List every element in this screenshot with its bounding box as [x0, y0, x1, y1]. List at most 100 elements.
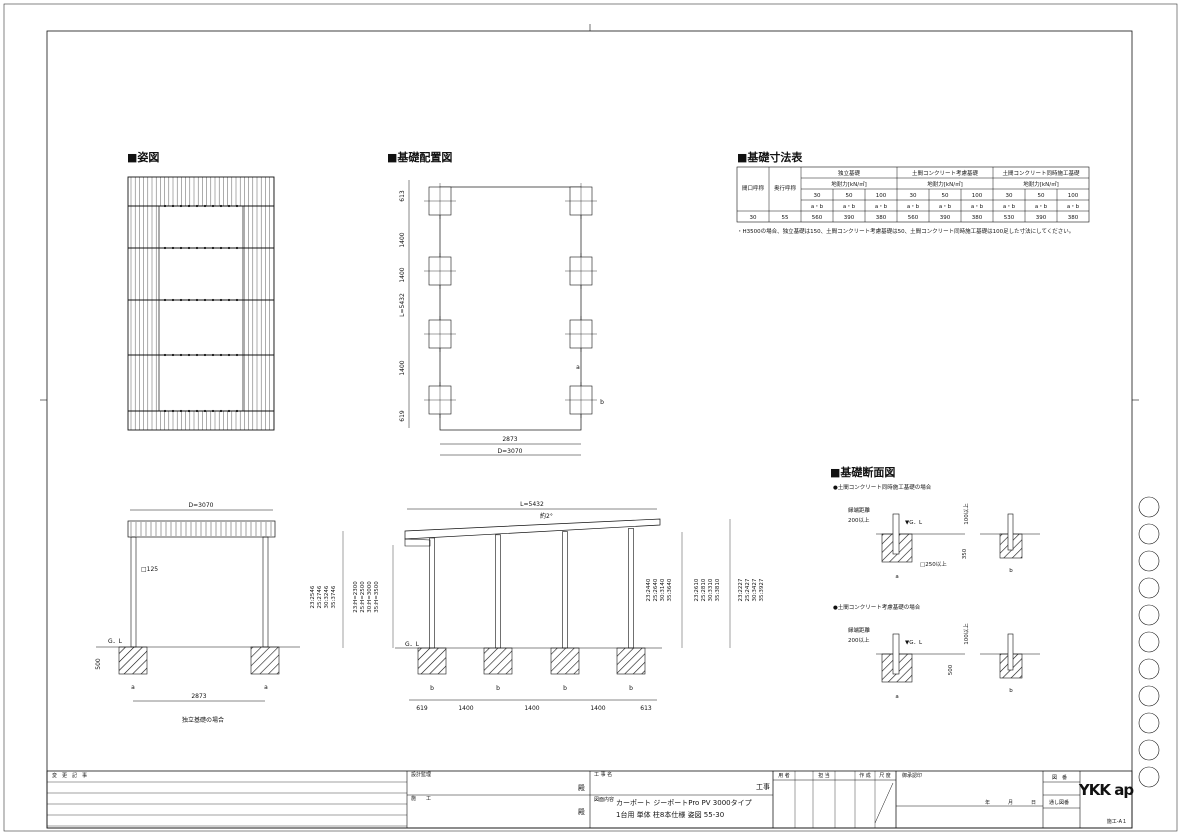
td-value: 560 — [812, 215, 823, 221]
dim-L5432: L=5432 — [399, 293, 406, 317]
th-bearing-val: 30 — [814, 193, 821, 199]
section-title-haichi: ■基礎配置図 — [387, 150, 452, 164]
margin-circle — [1138, 739, 1160, 761]
th-bearing-val: 100 — [876, 193, 887, 199]
tb-drawing-label: 図面内容 — [594, 796, 614, 803]
th-ab: a・b — [1035, 204, 1048, 210]
side-post — [495, 534, 501, 649]
case2-label: ●土間コンクリート考慮基礎の場合 — [833, 603, 921, 611]
side-low-height: 25:2810 — [701, 578, 707, 601]
side-post — [429, 537, 435, 649]
side-mid-height: 35:3640 — [667, 578, 673, 601]
td-depth: 55 — [782, 215, 789, 221]
dim-1400-a: 1400 — [399, 232, 406, 247]
td-value: 560 — [908, 215, 919, 221]
tb-zuban: 図 番 — [1052, 774, 1067, 781]
front-elevation: D=3070 □125 G．L 500 a a 2873 独立基礎の場合 — [95, 502, 300, 724]
td-value: 390 — [940, 215, 951, 221]
th-bearing-val: 30 — [1006, 193, 1013, 199]
side-613: 613 — [640, 705, 652, 712]
side-b-label: b — [496, 685, 500, 692]
dim-b: b — [600, 399, 604, 406]
detail-edge-label: 縁端距離 — [848, 506, 871, 514]
tb-approval: 御承認印 — [902, 772, 922, 779]
side-foundation — [483, 647, 513, 675]
detail-gl: ▼G．L — [905, 640, 923, 646]
tb-sheet-no: 施工-A１ — [1107, 818, 1127, 825]
section-details: ●土間コンクリート同時施工基礎の場合 ●土間コンクリート考慮基礎の場合 縁端距離… — [833, 483, 1040, 700]
th-group3: 土間コンクリート同時施工基礎 — [1002, 169, 1080, 177]
th-ab: a・b — [843, 204, 856, 210]
side-post — [628, 528, 634, 649]
margin-circle — [1138, 550, 1160, 572]
th-bearing-val: 100 — [1068, 193, 1079, 199]
front-height-total: 35:3746 — [331, 585, 337, 608]
detail-gl: ▼G．L — [905, 520, 923, 526]
dim-613: 613 — [399, 190, 406, 202]
td-span: 30 — [750, 215, 757, 221]
td-value: 390 — [1036, 215, 1047, 221]
th-bearing-val: 30 — [910, 193, 917, 199]
margin-circle — [1138, 631, 1160, 653]
th-ab: a・b — [1067, 204, 1080, 210]
td-value: 380 — [972, 215, 983, 221]
side-high-height: 23:2227 — [738, 578, 744, 601]
detail-a: a — [895, 574, 898, 580]
th-ab: a・b — [875, 204, 888, 210]
side-1400-b: 1400 — [524, 705, 539, 712]
front-height-H: 23:H=2300 — [353, 581, 359, 613]
side-low-height: 30:3310 — [708, 578, 714, 601]
side-high-height: 25:2427 — [745, 578, 751, 601]
front-500: 500 — [95, 658, 102, 670]
th-bearing-val: 50 — [846, 193, 853, 199]
detail-250: □250以上 — [920, 560, 947, 568]
td-value: 380 — [1068, 215, 1079, 221]
front-height-total: 25:2746 — [317, 585, 323, 608]
front-height-H: 30:H=3000 — [367, 581, 373, 613]
th-group2: 土間コンクリート考慮基礎 — [912, 169, 979, 177]
detail-post — [892, 633, 900, 675]
side-low-height: 35:3810 — [715, 578, 721, 601]
side-foundation — [616, 647, 646, 675]
tb-design-mgr: 設計監理 — [411, 771, 431, 778]
detail-a: a — [895, 694, 898, 700]
tb-drawing-line2: 1台用 単体 柱8本仕様 姿図 55-30 — [616, 810, 724, 819]
outer-frame — [3, 3, 1178, 832]
margin-circle — [1138, 604, 1160, 626]
td-value: 390 — [844, 215, 855, 221]
tb-project-label: 工 事 名 — [594, 771, 612, 778]
detail-edge-label: 縁端距離 — [848, 626, 871, 634]
stamp-col-label: 担 当 — [818, 772, 830, 779]
margin-circle — [1138, 496, 1160, 518]
td-value: 380 — [876, 215, 887, 221]
front-caption: 独立基礎の場合 — [182, 716, 224, 724]
margin-circle — [1138, 523, 1160, 545]
dim-2873: 2873 — [502, 436, 517, 443]
ykk-ap-logo: YKK ap — [1078, 781, 1134, 799]
th-bearing: 地耐力[kN/㎡] — [1023, 180, 1058, 188]
th-ab: a・b — [811, 204, 824, 210]
detail-b: b — [1009, 688, 1013, 694]
th-ab: a・b — [907, 204, 920, 210]
roof-plan — [127, 176, 275, 431]
tb-drawing-line1: カーポート ジーポートPro PV 3000タイプ — [616, 798, 752, 807]
stamp-col-label: 尺 度 — [879, 772, 891, 779]
detail-edge-val: 200以上 — [848, 636, 870, 644]
front-height-H: 25:H=2500 — [360, 581, 366, 613]
tb-dono-1: 殿 — [578, 784, 585, 792]
th-ab: a・b — [939, 204, 952, 210]
dim-619: 619 — [399, 410, 406, 422]
margin-circle — [1138, 658, 1160, 680]
front-gl: G．L — [108, 638, 123, 645]
margin-circle — [1138, 685, 1160, 707]
th-bearing: 地耐力[kN/㎡] — [927, 180, 962, 188]
case1-label: ●土間コンクリート同時施工基礎の場合 — [833, 483, 932, 491]
front-D3070: D=3070 — [189, 502, 214, 509]
side-1400-a: 1400 — [458, 705, 473, 712]
th-bearing-val: 100 — [972, 193, 983, 199]
table-note: ・H3500の場合、独立基礎は150、土間コンクリート考慮基礎は50、土間コンク… — [737, 227, 1074, 235]
stamp-col-label: 作 成 — [859, 772, 871, 779]
th-bearing: 地耐力[kN/㎡] — [831, 180, 866, 188]
dim-a: a — [576, 364, 580, 371]
